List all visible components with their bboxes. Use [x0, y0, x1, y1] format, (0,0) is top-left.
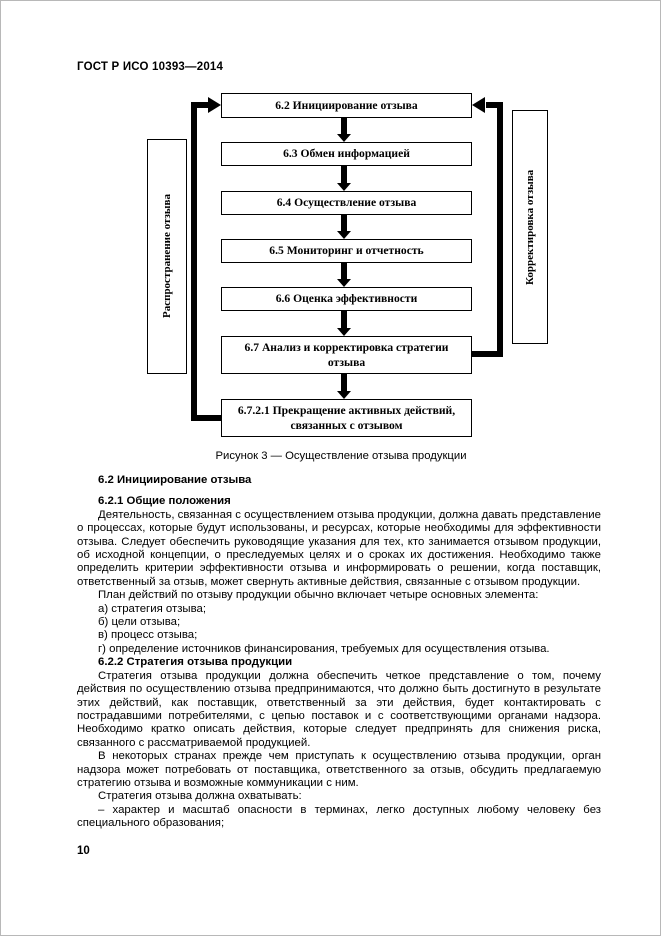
paragraph-strategy-intro: Стратегия отзыва должна охватывать: [98, 790, 302, 803]
figure-caption: Рисунок 3 — Осуществление отзыва продукц… [215, 450, 467, 462]
arrow-left-icon [472, 97, 485, 113]
side-box-correction: Корректировка отзыва [512, 110, 548, 344]
feedback-line-left-vertical [191, 102, 197, 421]
flow-box-information-exchange: 6.3 Обмен информацией [221, 142, 472, 166]
flow-box-initiation: 6.2 Инициирование отзыва [221, 93, 472, 118]
document-header: ГОСТ Р ИСО 10393—2014 [77, 61, 224, 73]
feedback-line-left-bottom [191, 415, 221, 421]
feedback-line-left-top [191, 102, 208, 108]
list-item: а) стратегия отзыва; [98, 602, 207, 615]
arrow-right-icon [208, 97, 221, 113]
recall-process-flowchart: Распространение отзыва Корректировка отз… [1, 1, 660, 471]
flow-box-termination: 6.7.2.1 Прекращение активных действий, с… [221, 399, 472, 437]
arrow-down-icon [341, 215, 347, 231]
feedback-line-right-bottom [472, 351, 503, 357]
feedback-line-right-vertical [497, 102, 503, 357]
arrow-down-icon [341, 166, 347, 183]
flow-box-effectiveness: 6.6 Оценка эффективности [221, 287, 472, 311]
bullet-hazard-nature: – характер и масштаб опасности в термина… [77, 803, 601, 830]
feedback-line-right-top [486, 102, 503, 108]
list-item: в) процесс отзыва; [98, 629, 198, 642]
paragraph-strategy-1: Стратегия отзыва продукции должна обеспе… [77, 669, 601, 749]
side-box-distribution: Распространение отзыва [147, 139, 187, 374]
arrow-down-icon [341, 263, 347, 279]
section-heading-6-2-2: 6.2.2 Стратегия отзыва продукции [98, 656, 293, 669]
flow-box-implementation: 6.4 Осуществление отзыва [221, 191, 472, 215]
paragraph-plan-intro: План действий по отзыву продукции обычно… [98, 589, 539, 602]
section-heading-6-2: 6.2 Инициирование отзыва [98, 474, 252, 486]
page-number: 10 [77, 845, 90, 857]
arrow-down-icon [341, 118, 347, 134]
document-body: 6.2 Инициирование отзыва 6.2.1 Общие пол… [77, 474, 601, 831]
paragraph-general-provisions: Деятельность, связанная с осуществлением… [77, 508, 601, 588]
section-heading-6-2-1: 6.2.1 Общие положения [98, 495, 231, 508]
arrow-down-icon [341, 374, 347, 391]
list-item: б) цели отзыва; [98, 616, 181, 629]
arrow-down-icon [341, 311, 347, 328]
flow-box-monitoring: 6.5 Мониторинг и отчетность [221, 239, 472, 263]
flow-box-analysis-correction: 6.7 Анализ и корректировка стратегии отз… [221, 336, 472, 374]
paragraph-strategy-2: В некоторых странах прежде чем приступат… [77, 750, 601, 789]
list-item: г) определение источников финансирования… [98, 642, 550, 655]
